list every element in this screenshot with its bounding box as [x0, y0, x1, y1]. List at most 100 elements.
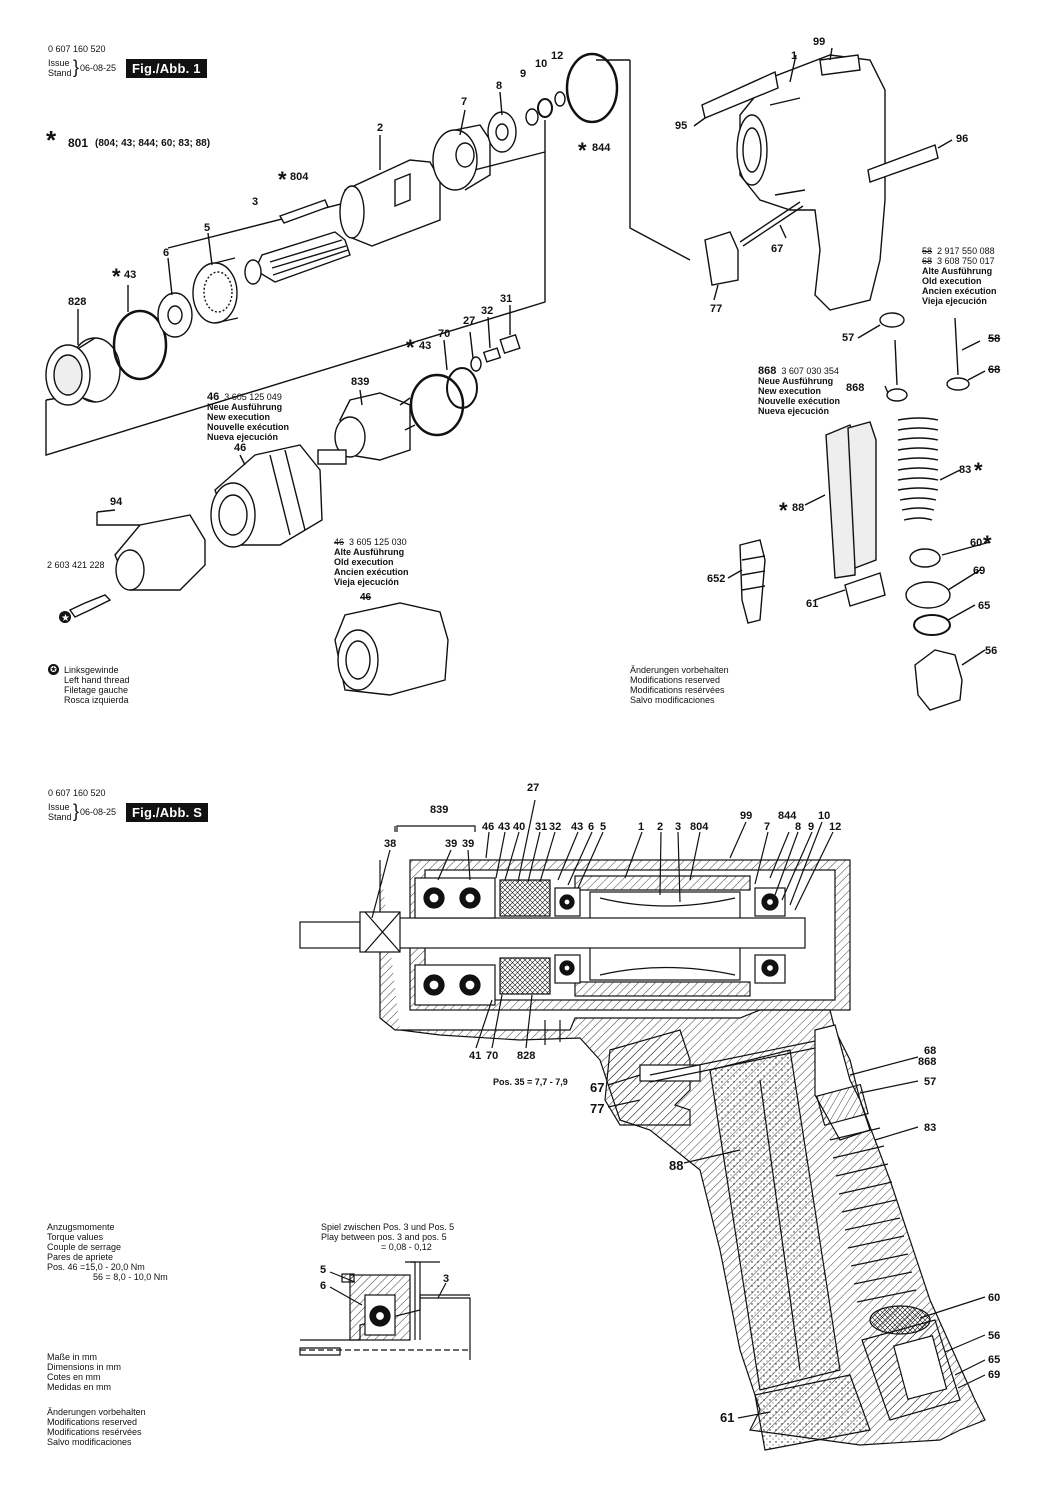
figure-title: Fig./Abb. S: [126, 803, 209, 822]
callout-804: 804: [690, 821, 709, 833]
note-868-code: 3 607 030 354: [781, 366, 839, 376]
callout-43-left: 43: [124, 269, 137, 281]
callout-46: 46: [482, 821, 495, 833]
callout-828: 828: [517, 1050, 536, 1062]
brace-icon: }: [73, 801, 80, 821]
star-icon: *: [112, 264, 121, 289]
stand-label: Stand: [48, 812, 72, 822]
note-line: 56 = 8,0 - 10,0 Nm: [93, 1272, 168, 1282]
callout-96: 96: [956, 133, 969, 145]
star-icon: *: [278, 167, 287, 192]
callout-839: 839: [430, 804, 449, 816]
callout-43: 43: [498, 821, 511, 833]
note-line: Modifications resérvées: [47, 1427, 142, 1437]
callout-58-old: 58: [988, 333, 1001, 345]
callout-39: 39: [462, 838, 475, 850]
svg-text:★: ★: [61, 613, 70, 624]
callout-70: 70: [438, 328, 451, 340]
note-line: Filetage gauche: [64, 685, 129, 695]
callout-9: 9: [808, 821, 815, 833]
modifications-note-2: Änderungen vorbehalten Modifications res…: [47, 1407, 146, 1447]
detail-callout-6: 6: [320, 1280, 327, 1292]
issue-label: Issue: [48, 802, 70, 812]
note-868-new: 868 3 607 030 354 Neue Ausführung New ex…: [758, 365, 841, 417]
star-icon: *: [974, 458, 983, 483]
note-line: Vieja ejecución: [334, 577, 399, 587]
callout-27: 27: [463, 315, 476, 327]
callout-868: 868: [918, 1056, 937, 1068]
star-icon: *: [779, 498, 788, 523]
callout-38: 38: [384, 838, 397, 850]
callout-65: 65: [978, 600, 991, 612]
callout-46: 46: [234, 442, 247, 454]
note-line: Left hand thread: [64, 675, 130, 685]
callout-12: 12: [829, 821, 842, 833]
note-line: Modifications resérvées: [630, 685, 725, 695]
note-line: New execution: [758, 386, 822, 396]
callout-828: 828: [68, 296, 87, 308]
note-line: Nouvelle exécution: [207, 422, 290, 432]
callout-60: 60: [970, 537, 983, 549]
brace-icon: }: [73, 57, 80, 77]
issue-date: 06-08-25: [80, 807, 117, 817]
note-line: Salvo modificaciones: [630, 695, 715, 705]
callout-68-old: 68: [988, 364, 1001, 376]
note-line: Vieja ejecución: [922, 296, 987, 306]
note-line: Nouvelle exécution: [758, 396, 841, 406]
callout-1: 1: [791, 50, 798, 62]
callout-57: 57: [842, 332, 855, 344]
note-line: Spiel zwischen Pos. 3 und Pos. 5: [321, 1222, 455, 1232]
note-58-num: 58: [922, 246, 933, 256]
part-number: 0 607 160 520: [48, 44, 106, 54]
callout-83: 83: [924, 1122, 937, 1134]
detail-callout-3: 3: [443, 1273, 450, 1285]
note-line: Rosca izquierda: [64, 695, 129, 705]
left-hand-thread-note: Linksgewinde Left hand thread Filetage g…: [64, 665, 130, 705]
callout-61: 61: [806, 598, 819, 610]
note-868-num: 868: [758, 365, 777, 377]
note-line: Maße in mm: [47, 1352, 98, 1362]
note-line: Nueva ejecución: [207, 432, 279, 442]
note-line: Modifications reserved: [630, 675, 721, 685]
note-58-old: 58 2 917 550 088 68 3 608 750 017 Alte A…: [922, 246, 997, 306]
note-line: Torque values: [47, 1232, 104, 1242]
star-icon: *: [406, 335, 415, 360]
callout-67: 67: [771, 243, 784, 255]
note-line: Neue Ausführung: [207, 402, 283, 412]
note-line: Änderungen vorbehalten: [47, 1407, 146, 1417]
part-number: 0 607 160 520: [48, 788, 106, 798]
issue-label: Issue: [48, 58, 70, 68]
note-line: New execution: [207, 412, 271, 422]
callout-69: 69: [973, 565, 986, 577]
callout-6: 6: [588, 821, 595, 833]
note-line: Anzugsmomente: [47, 1222, 115, 1232]
note-line: Linksgewinde: [64, 665, 119, 675]
note-line: Salvo modificaciones: [47, 1437, 132, 1447]
callout-5: 5: [600, 821, 607, 833]
callout-12: 12: [551, 50, 564, 62]
left-thread-icon: ✪: [48, 664, 59, 675]
callout-68: 68: [924, 1045, 937, 1057]
note-line: Old execution: [334, 557, 394, 567]
callout-88: 88: [792, 502, 805, 514]
callout-88: 88: [669, 1158, 684, 1173]
play-value: = 0,08 - 0,12: [381, 1242, 432, 1252]
callout-31: 31: [535, 821, 548, 833]
callout-868: 868: [846, 382, 865, 394]
detail-callout-5: 5: [320, 1264, 327, 1276]
note-46-old: 46 3 605 125 030 Alte Ausführung Old exe…: [334, 537, 409, 587]
note-line: Pares de apriete: [47, 1252, 114, 1262]
dimensions-note: Maße in mm Dimensions in mm Cotes en mm …: [47, 1352, 121, 1392]
chuck-code: 2 603 421 228: [47, 560, 105, 570]
callout-9: 9: [520, 68, 527, 80]
note-line: Play between pos. 3 and pos. 5: [321, 1232, 447, 1242]
callout-6: 6: [163, 247, 170, 259]
callout-652: 652: [707, 573, 726, 585]
note-46-num: 46: [207, 391, 220, 403]
note-46-old-num: 46: [334, 537, 345, 547]
note-46-new: 46 3 605 125 049 Neue Ausführung New exe…: [207, 391, 290, 443]
callout-1: 1: [638, 821, 645, 833]
callout-7: 7: [764, 821, 771, 833]
torque-note: Anzugsmomente Torque values Couple de se…: [47, 1222, 168, 1282]
